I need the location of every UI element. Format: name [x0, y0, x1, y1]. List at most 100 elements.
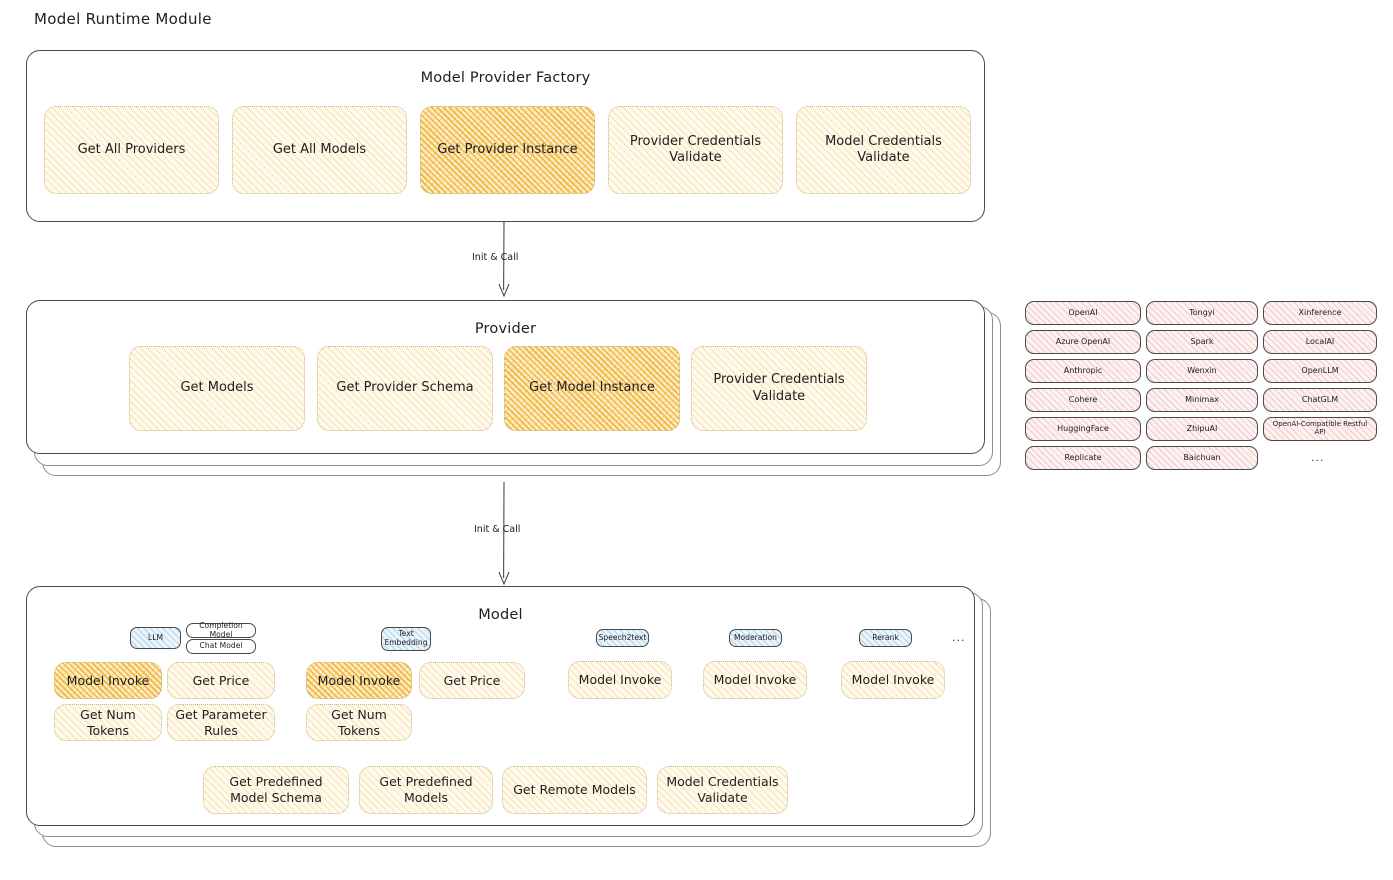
text-embedding-box-label: Get Num Tokens [331, 706, 387, 738]
text-embedding-box-label: Get Price [443, 672, 501, 688]
provider-chip-label: HuggingFace [1057, 423, 1109, 433]
provider-chip-openai[interactable]: OpenAI [1025, 301, 1141, 325]
text-embedding-box-model-invoke[interactable]: Model Invoke [306, 662, 412, 699]
page-title: Model Runtime Module [34, 10, 212, 28]
factory-box-provider-credentials-validate[interactable]: Provider Credentials Validate [608, 106, 783, 194]
model-types-ellipsis: ... [952, 631, 966, 644]
provider-chip-zhipuai[interactable]: ZhipuAI [1146, 417, 1258, 441]
provider-chip-huggingface[interactable]: HuggingFace [1025, 417, 1141, 441]
model-type-badge-label: Speech2text [598, 632, 647, 642]
llm-box-get-num-tokens[interactable]: Get Num Tokens [54, 704, 162, 741]
model-sub-badge-label: Completion Model [199, 620, 243, 639]
provider-chip-label: Replicate [1064, 452, 1102, 462]
provider-chip-localai[interactable]: LocalAI [1263, 330, 1377, 354]
model-provider-factory-title: Model Provider Factory [420, 70, 591, 86]
model-shared-box-model-credentials-validate[interactable]: Model Credentials Validate [657, 766, 788, 814]
connector-label-init-and-call-1: Init & Call [472, 252, 519, 263]
provider-chip-wenxin[interactable]: Wenxin [1146, 359, 1258, 383]
provider-box-provider-credentials-validate[interactable]: Provider Credentials Validate [691, 346, 867, 431]
model-shared-box-get-remote-models[interactable]: Get Remote Models [502, 766, 647, 814]
text-embedding-box-get-price[interactable]: Get Price [419, 662, 525, 699]
moderation-box-label: Model Invoke [713, 672, 797, 688]
text-embedding-box-label: Model Invoke [317, 672, 401, 688]
provider-box-get-models[interactable]: Get Models [129, 346, 305, 431]
provider-chip-label: Minimax [1185, 394, 1219, 404]
provider-box-get-model-instance[interactable]: Get Model Instance [504, 346, 680, 431]
factory-box-get-all-models[interactable]: Get All Models [232, 106, 407, 194]
connector-label-init-and-call-2: Init & Call [474, 524, 521, 535]
factory-box-model-credentials-validate[interactable]: Model Credentials Validate [796, 106, 971, 194]
factory-box-label: Get All Providers [77, 141, 186, 157]
model-panel: Model [26, 586, 975, 826]
model-shared-box-label: Get Remote Models [513, 782, 636, 798]
provider-chip-cohere[interactable]: Cohere [1025, 388, 1141, 412]
speech2text-box-model-invoke[interactable]: Model Invoke [568, 661, 672, 699]
model-shared-box-get-predefined-models[interactable]: Get Predefined Models [359, 766, 493, 814]
provider-chip-label: LocalAI [1305, 336, 1335, 346]
factory-box-label: Get All Models [272, 141, 367, 157]
factory-box-get-provider-instance[interactable]: Get Provider Instance [420, 106, 595, 194]
model-type-badge-label: Text Embedding [384, 629, 428, 647]
factory-box-get-all-providers[interactable]: Get All Providers [44, 106, 219, 194]
model-sub-badge-chat-model[interactable]: Chat Model [186, 639, 256, 654]
provider-box-label: Get Model Instance [529, 380, 655, 396]
provider-chip-xinference[interactable]: Xinference [1263, 301, 1377, 325]
llm-box-get-parameter-rules[interactable]: Get Parameter Rules [167, 704, 275, 741]
model-type-badge-text-embedding[interactable]: Text Embedding [381, 627, 431, 651]
provider-chip-label: Wenxin [1187, 365, 1217, 375]
model-shared-box-label: Get Predefined Models [379, 774, 473, 805]
llm-box-label: Get Num Tokens [80, 706, 136, 738]
moderation-box-model-invoke[interactable]: Model Invoke [703, 661, 807, 699]
model-sub-badge-label: Chat Model [199, 641, 243, 651]
provider-box-label: Get Models [180, 380, 254, 396]
model-sub-badge-completion-model[interactable]: Completion Model [186, 620, 256, 639]
model-title: Model [478, 607, 523, 623]
provider-chip-label: OpenAI-Compatible Restful API [1272, 420, 1368, 436]
text-embedding-box-get-num-tokens[interactable]: Get Num Tokens [306, 704, 412, 741]
provider-chip-chatglm[interactable]: ChatGLM [1263, 388, 1377, 412]
model-shared-box-label: Get Predefined Model Schema [229, 774, 323, 805]
llm-box-label: Get Parameter Rules [175, 706, 267, 738]
llm-box-label: Get Price [192, 672, 250, 688]
rerank-box-model-invoke[interactable]: Model Invoke [841, 661, 945, 699]
factory-box-label: Model Credentials Validate [825, 133, 942, 165]
model-type-badge-speech2text[interactable]: Speech2text [596, 629, 649, 647]
factory-box-label: Get Provider Instance [437, 141, 578, 157]
provider-chip-openllm[interactable]: OpenLLM [1263, 359, 1377, 383]
provider-chip-baichuan[interactable]: Baichuan [1146, 446, 1258, 470]
llm-box-model-invoke[interactable]: Model Invoke [54, 662, 162, 699]
provider-chip-label: Tongyi [1189, 307, 1215, 317]
model-type-badge-llm[interactable]: LLM [130, 627, 181, 649]
provider-chip-anthropic[interactable]: Anthropic [1025, 359, 1141, 383]
model-shared-box-get-predefined-model-schema[interactable]: Get Predefined Model Schema [203, 766, 349, 814]
provider-box-label: Get Provider Schema [336, 380, 474, 396]
provider-chip-openai-compatible-restful-api[interactable]: OpenAI-Compatible Restful API [1263, 417, 1377, 441]
provider-chip-label: ChatGLM [1301, 394, 1339, 404]
model-type-badge-rerank[interactable]: Rerank [859, 629, 912, 647]
connector-arrow-factory-to-provider [498, 222, 510, 298]
provider-chip-label: Anthropic [1063, 365, 1103, 375]
provider-title: Provider [474, 321, 537, 337]
provider-chip-label: Cohere [1068, 394, 1098, 404]
provider-chip-minimax[interactable]: Minimax [1146, 388, 1258, 412]
provider-chip-tongyi[interactable]: Tongyi [1146, 301, 1258, 325]
provider-chip-replicate[interactable]: Replicate [1025, 446, 1141, 470]
factory-box-label: Provider Credentials Validate [629, 133, 762, 165]
model-type-badge-label: LLM [147, 632, 163, 642]
provider-chip-label: Xinference [1298, 307, 1342, 317]
llm-box-get-price[interactable]: Get Price [167, 662, 275, 699]
provider-list-ellipsis: ... [1311, 451, 1325, 464]
model-type-badge-moderation[interactable]: Moderation [729, 629, 782, 647]
provider-chip-label: OpenAI [1068, 307, 1098, 317]
model-type-badge-label: Moderation [733, 632, 777, 642]
provider-box-label: Provider Credentials Validate [713, 372, 845, 404]
provider-chip-label: Spark [1190, 336, 1214, 346]
llm-box-label: Model Invoke [66, 672, 150, 688]
rerank-box-label: Model Invoke [851, 672, 935, 688]
provider-box-get-provider-schema[interactable]: Get Provider Schema [317, 346, 493, 431]
speech2text-box-label: Model Invoke [578, 672, 662, 688]
provider-chip-label: Azure OpenAI [1055, 336, 1111, 346]
model-shared-box-label: Model Credentials Validate [666, 774, 779, 805]
provider-chip-spark[interactable]: Spark [1146, 330, 1258, 354]
provider-chip-azure-openai[interactable]: Azure OpenAI [1025, 330, 1141, 354]
